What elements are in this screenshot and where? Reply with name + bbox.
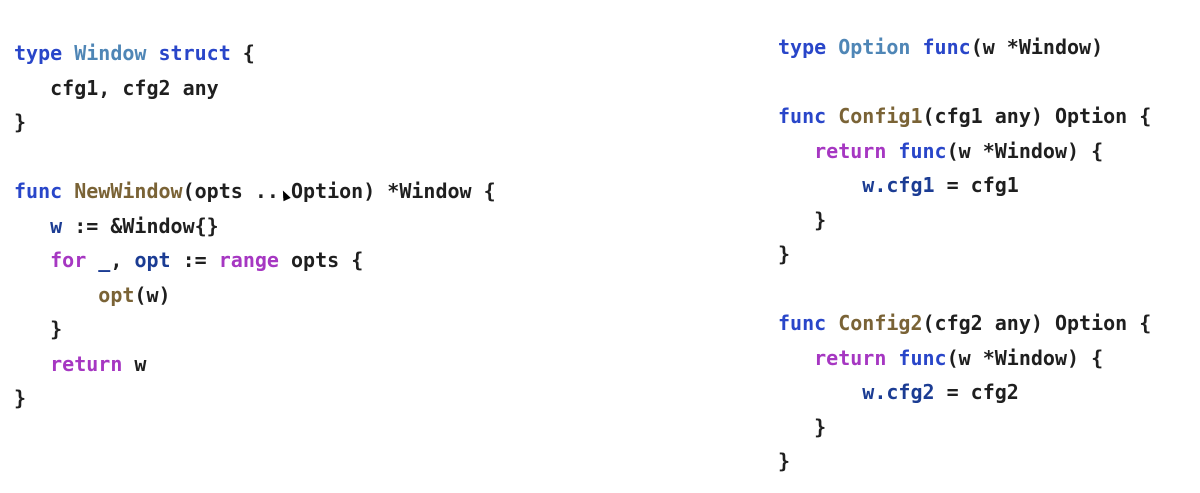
code-token: func	[778, 311, 827, 335]
code-line: }	[14, 105, 496, 140]
code-token: = cfg2	[934, 380, 1019, 404]
code-token: (w)	[134, 282, 171, 307]
code-token: w.cfg2	[862, 380, 935, 404]
code-token	[146, 41, 158, 65]
code-line: type Option func(w *Window)	[778, 30, 1151, 65]
code-token	[778, 380, 862, 404]
code-line: for _, opt := range opts {	[14, 243, 496, 278]
code-token: := &Window{}	[62, 213, 219, 238]
code-line: opt(w)	[14, 278, 496, 313]
code-token: (cfg1 any) Option {	[922, 104, 1152, 128]
code-token: w	[50, 213, 63, 238]
code-token: }	[778, 207, 827, 232]
code-token: cfg1, cfg2 any	[14, 75, 219, 100]
code-token: (w *Window) {	[946, 138, 1104, 163]
code-token: for	[50, 248, 87, 272]
code-token: opts {	[278, 248, 364, 272]
code-line: }	[14, 312, 496, 347]
code-token	[826, 104, 838, 128]
code-token	[62, 179, 74, 203]
code-line: w.cfg2 = cfg2	[778, 375, 1151, 410]
code-token: range	[218, 248, 279, 272]
code-token: }	[14, 386, 27, 410]
code-token	[886, 346, 898, 370]
code-token	[86, 248, 98, 272]
code-token	[778, 173, 862, 197]
code-line: func Config2(cfg2 any) Option {	[778, 306, 1151, 341]
code-token: w	[122, 351, 147, 376]
code-token: {	[230, 41, 255, 65]
code-token: func	[14, 179, 63, 203]
code-token: :=	[170, 248, 219, 272]
code-token	[778, 139, 814, 163]
code-line: }	[778, 237, 1151, 272]
code-line: func Config1(cfg1 any) Option {	[778, 99, 1151, 134]
code-token	[14, 214, 50, 238]
code-token: w.cfg1	[862, 173, 935, 197]
code-token: type	[778, 35, 827, 59]
code-line	[14, 140, 496, 175]
code-token: func	[898, 138, 947, 163]
code-line: w := &Window{}	[14, 209, 496, 244]
code-token	[910, 35, 922, 59]
code-token: (opts ...Option) *Window {	[182, 179, 496, 203]
code-token: func	[922, 35, 971, 59]
code-token: opt	[134, 248, 171, 272]
code-token: }	[778, 449, 791, 473]
code-line: w.cfg1 = cfg1	[778, 168, 1151, 203]
code-token: }	[778, 414, 827, 439]
code-token: return	[814, 345, 887, 370]
code-token: ,	[110, 248, 135, 272]
code-line: }	[14, 381, 496, 416]
code-token: }	[14, 317, 63, 341]
code-token: type	[14, 41, 63, 65]
code-line	[778, 272, 1151, 307]
left-code-panel: type Window struct { cfg1, cfg2 any} fun…	[14, 36, 496, 416]
code-line: return w	[14, 347, 496, 382]
code-token	[62, 41, 74, 65]
code-token	[778, 346, 814, 370]
code-token: }	[778, 242, 791, 266]
code-token: NewWindow	[74, 179, 183, 203]
code-token	[826, 311, 838, 335]
code-token: Window	[74, 41, 147, 65]
code-line	[778, 65, 1151, 100]
code-line: }	[778, 444, 1151, 479]
code-token: Config1	[838, 104, 923, 128]
code-token: }	[14, 110, 27, 134]
code-token: = cfg1	[934, 173, 1019, 197]
code-line: func NewWindow(opts ...Option) *Window {	[14, 174, 496, 209]
code-token: return	[50, 351, 123, 376]
code-token	[886, 139, 898, 163]
code-line: cfg1, cfg2 any	[14, 71, 496, 106]
code-token: func	[778, 104, 827, 128]
code-token: struct	[158, 41, 231, 65]
right-code-panel: type Option func(w *Window) func Config1…	[778, 30, 1151, 479]
code-token	[826, 35, 838, 59]
code-token	[14, 248, 50, 272]
code-line: type Window struct {	[14, 36, 496, 71]
code-line: }	[778, 203, 1151, 238]
code-token: opt	[98, 282, 135, 307]
code-token: return	[814, 138, 887, 163]
code-token: Config2	[838, 311, 923, 335]
code-line: return func(w *Window) {	[778, 134, 1151, 169]
code-token: (w *Window) {	[946, 345, 1104, 370]
code-token	[14, 283, 98, 307]
code-line: }	[778, 410, 1151, 445]
code-token: Option	[838, 35, 911, 59]
code-line: return func(w *Window) {	[778, 341, 1151, 376]
code-token: _	[98, 248, 111, 272]
code-token: (w *Window)	[970, 35, 1104, 59]
code-token: (cfg2 any) Option {	[922, 311, 1152, 335]
code-token	[14, 352, 50, 376]
code-token: func	[898, 345, 947, 370]
